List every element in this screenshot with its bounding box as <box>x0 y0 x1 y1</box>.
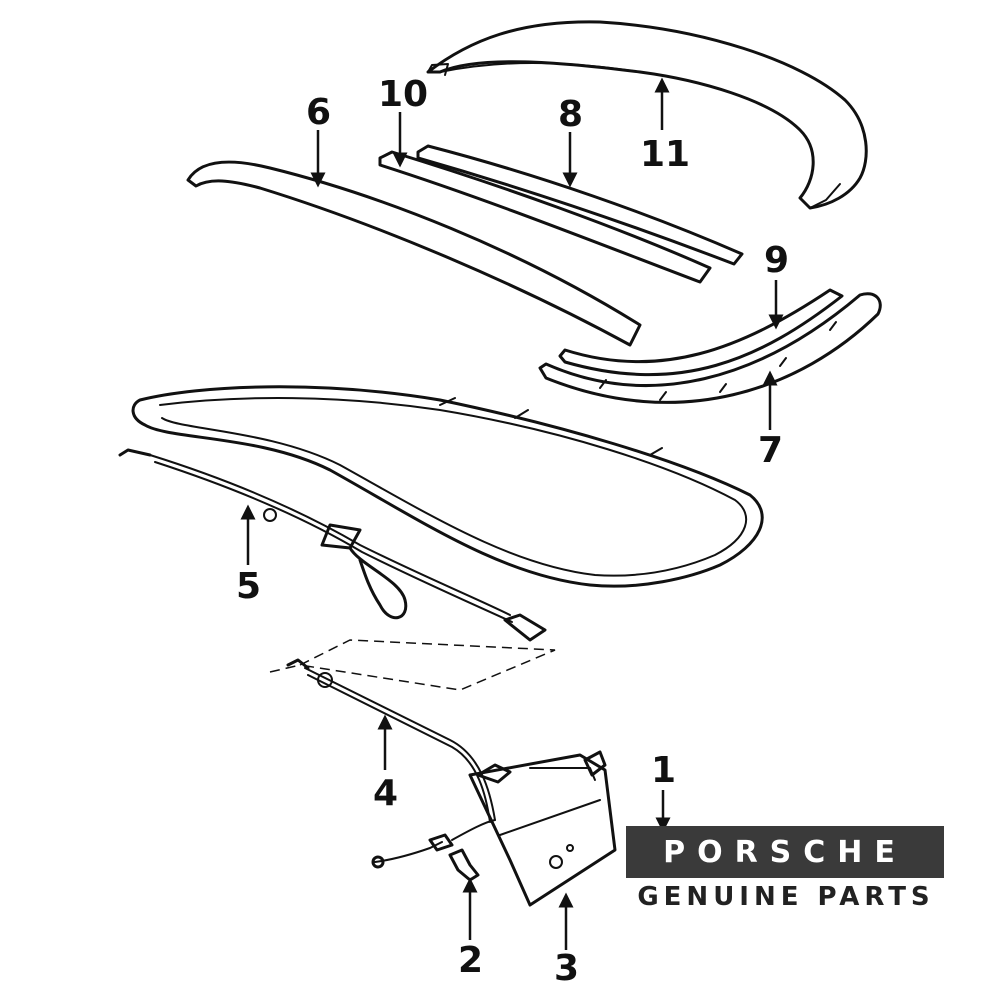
part-2-clip <box>371 819 496 882</box>
callout-11: 11 <box>640 134 690 175</box>
part-4-cable <box>286 658 496 823</box>
callout-numbers: 1 2 3 4 5 6 7 8 9 10 11 <box>236 74 789 989</box>
part-9-molding <box>558 288 844 377</box>
part-8-seal <box>416 144 744 266</box>
callout-10: 10 <box>378 74 428 115</box>
callout-1: 1 <box>651 750 676 791</box>
connector-outline <box>269 639 556 691</box>
part-11-spoiler <box>426 20 868 210</box>
deck-lid-frame <box>131 385 764 588</box>
callout-9: 9 <box>764 240 789 281</box>
callout-2: 2 <box>458 940 483 981</box>
leader-lines <box>240 77 784 950</box>
brand-logo-text: PORSCHE <box>663 834 907 870</box>
part-3-bracket <box>468 750 617 907</box>
callout-4: 4 <box>373 773 398 814</box>
part-5-cable <box>118 448 547 642</box>
part-6-trim-strip <box>186 160 642 347</box>
brand-logo: PORSCHE <box>626 826 944 878</box>
part-7-molding <box>538 292 882 404</box>
callout-8: 8 <box>558 94 583 135</box>
part-10-seal <box>378 150 712 284</box>
callout-5: 5 <box>236 566 261 607</box>
callout-7: 7 <box>758 430 783 471</box>
brand-tagline: GENUINE PARTS <box>637 882 935 912</box>
callout-3: 3 <box>554 948 579 989</box>
callout-6: 6 <box>306 92 331 133</box>
